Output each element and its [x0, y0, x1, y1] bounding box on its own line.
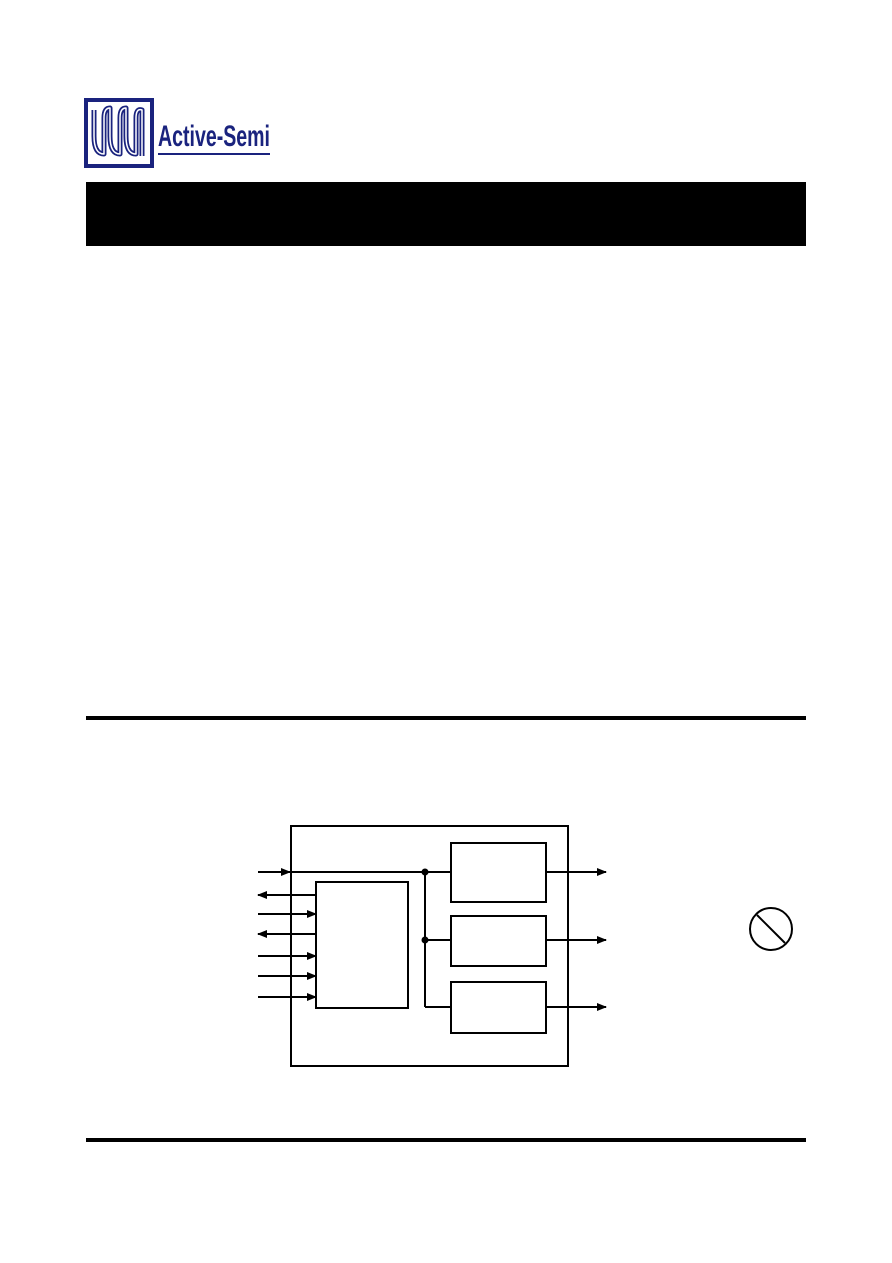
regulator-block-1: [450, 842, 547, 903]
block-diagram: [250, 820, 620, 1072]
logo-wordmark: Active-Semi: [158, 120, 270, 153]
company-logo: Active-Semi: [84, 98, 274, 170]
regulator-block-2: [450, 915, 547, 967]
no-symbol-icon: [747, 905, 795, 953]
controller-block: [315, 881, 409, 1009]
section-divider: [86, 716, 806, 720]
chip-outline: [290, 825, 569, 1067]
bus-junction: [421, 936, 429, 944]
title-bar: [86, 182, 806, 246]
regulator-block-3: [450, 981, 547, 1034]
bus-junction: [421, 868, 429, 876]
active-semi-logo-icon: Active-Semi: [84, 98, 270, 168]
section-divider: [86, 1138, 806, 1142]
